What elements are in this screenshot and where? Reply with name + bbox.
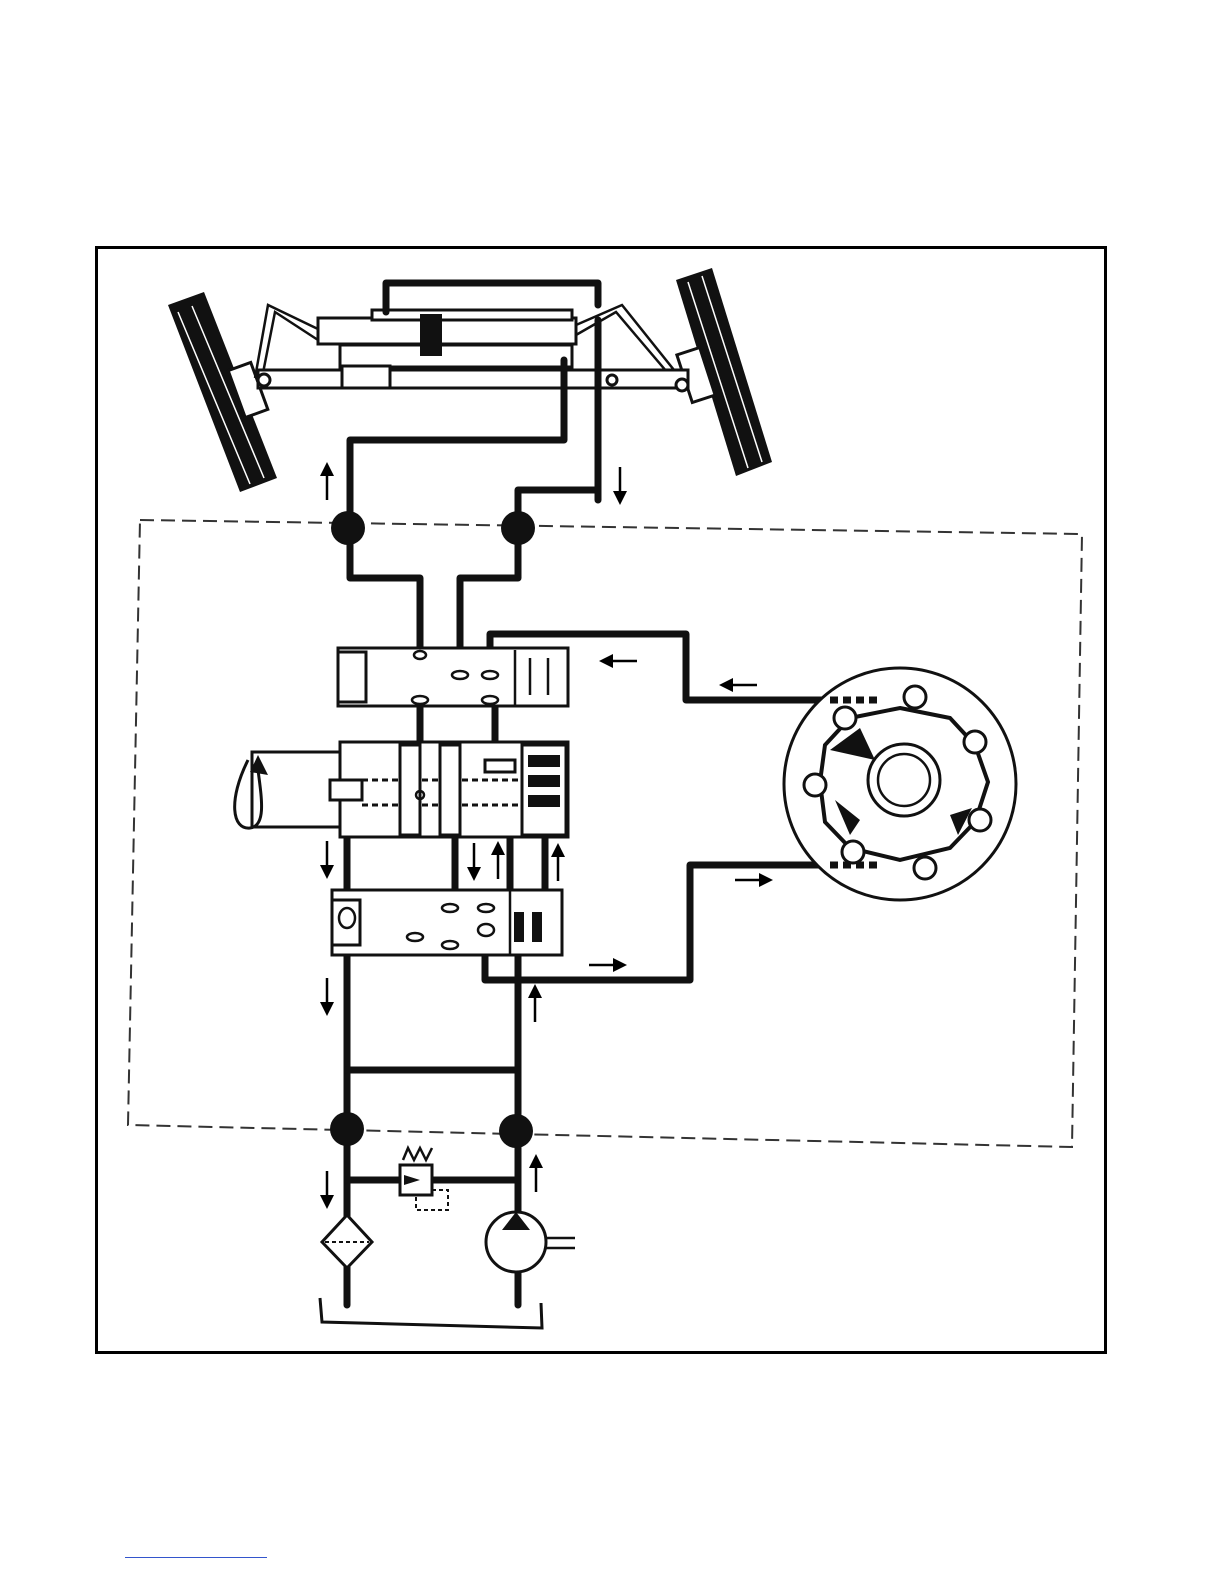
flow-arrow-right — [735, 873, 773, 887]
flow-arrow-down — [613, 467, 627, 505]
flow-arrow-left — [599, 654, 637, 668]
left-wheel — [168, 292, 277, 492]
flow-arrow-down — [320, 841, 334, 879]
gerotor-metering-unit — [784, 668, 1016, 900]
flow-arrow-up — [528, 984, 542, 1022]
pump — [486, 1212, 575, 1272]
flow-arrow-up — [551, 843, 565, 881]
footer-rule — [125, 1557, 267, 1558]
flow-arrow-right — [589, 958, 627, 972]
flow-arrow-down — [320, 1171, 334, 1209]
steering-control-valve — [252, 648, 568, 955]
flow-arrow-up — [320, 462, 334, 500]
flow-arrow-up — [491, 841, 505, 879]
flow-arrow-up — [529, 1154, 543, 1192]
flow-arrow-down — [467, 843, 481, 881]
reservoir — [320, 1298, 542, 1328]
filter — [322, 1215, 372, 1268]
flow-arrow-left — [719, 678, 757, 692]
right-wheel — [676, 268, 772, 476]
steering-axle-assembly — [168, 268, 772, 492]
flow-arrow-down — [320, 978, 334, 1016]
